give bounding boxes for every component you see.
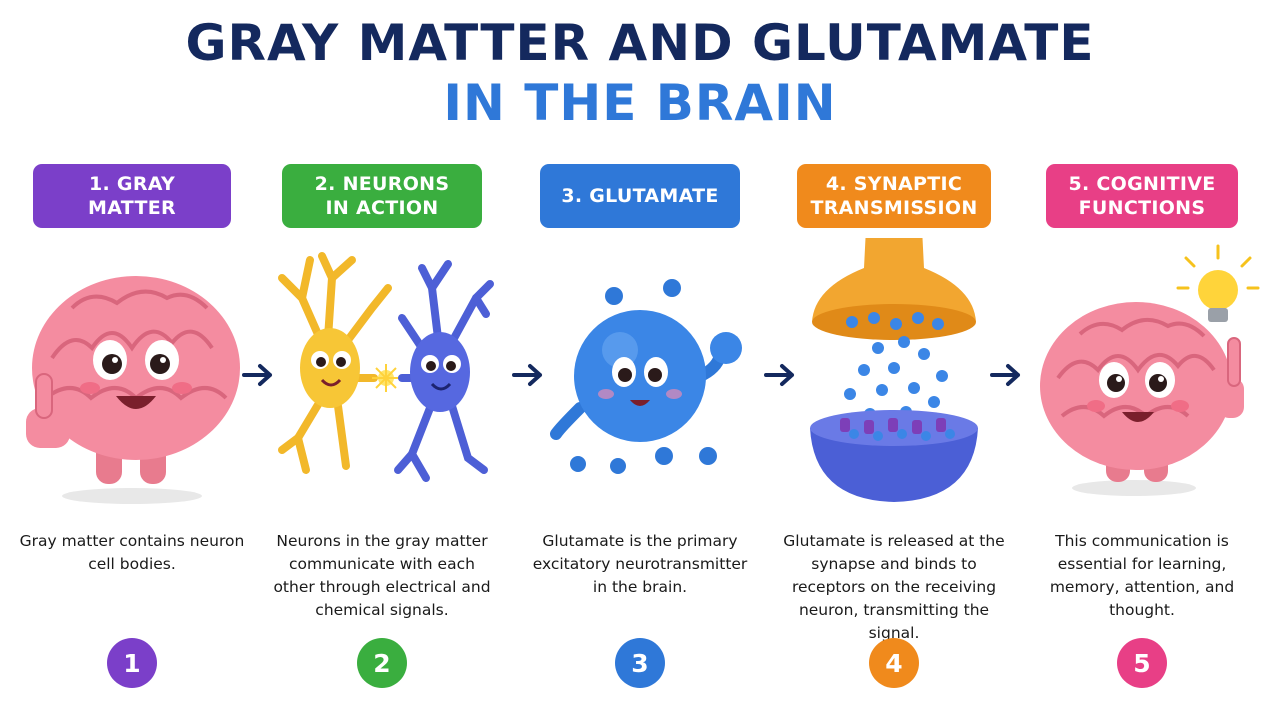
title-line-2: IN THE BRAIN — [443, 74, 837, 132]
step-5: 5. COGNITIVE FUNCTIONS This communicatio… — [1022, 0, 1262, 702]
step-4: 4. SYNAPTIC TRANSMISSION — [774, 0, 1014, 702]
step-number-badge: 2 — [357, 638, 407, 688]
step-number-badge: 1 — [107, 638, 157, 688]
step-description: Glutamate is released at the synapse and… — [783, 532, 1005, 642]
step-2: 2. NEURONS IN ACTION — [262, 0, 502, 702]
arrow-right-icon — [510, 362, 546, 388]
step-description: Glutamate is the primary excitatory neur… — [532, 532, 748, 596]
step-label: 1. GRAY MATTER — [33, 164, 231, 228]
arrow-right-icon — [762, 362, 798, 388]
step-label: 3. GLUTAMATE — [540, 164, 740, 228]
step-1: 1. GRAY MATTER Gray matter contains neur… — [12, 0, 252, 702]
step-3: 3. GLUTAMATE Glutamate is the primary ex… — [520, 0, 760, 702]
brain-lightbulb-icon — [1022, 238, 1262, 510]
title-line-1: GRAY MATTER AND GLUTAMATE — [185, 14, 1095, 72]
step-number-badge: 3 — [615, 638, 665, 688]
neurons-connecting-icon — [262, 238, 502, 510]
arrow-right-icon — [988, 362, 1024, 388]
arrow-right-icon — [240, 362, 276, 388]
step-description: This communication is essential for lear… — [1049, 532, 1235, 619]
step-number-badge: 5 — [1117, 638, 1167, 688]
synapse-icon — [774, 238, 1014, 510]
step-label: 5. COGNITIVE FUNCTIONS — [1046, 164, 1238, 228]
brain-thumbs-up-icon — [12, 238, 252, 510]
step-label: 4. SYNAPTIC TRANSMISSION — [797, 164, 991, 228]
step-number-badge: 4 — [869, 638, 919, 688]
step-description: Neurons in the gray matter communicate w… — [273, 532, 491, 619]
step-label: 2. NEURONS IN ACTION — [282, 164, 482, 228]
glutamate-molecule-icon — [520, 238, 760, 510]
step-description: Gray matter contains neuron cell bodies. — [19, 532, 245, 573]
